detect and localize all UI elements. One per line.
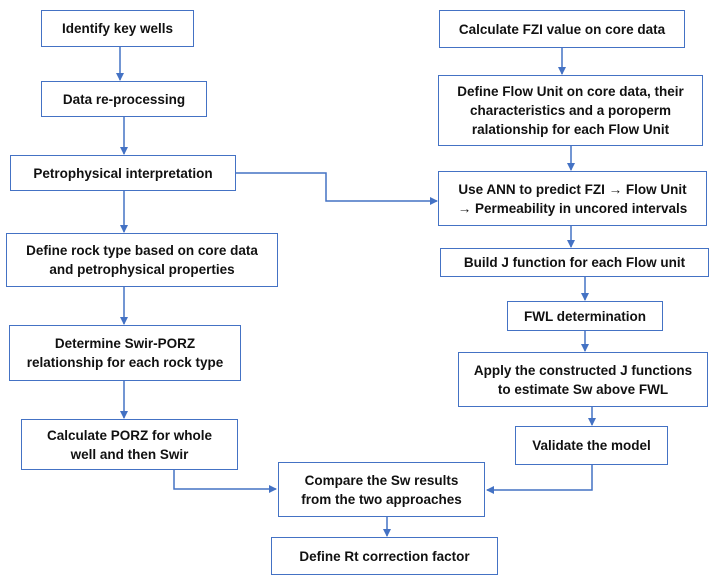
determine-swir-porz-line2: relationship for each rock type [26, 355, 224, 370]
define-flow-unit-line2: characteristics and a poroperm [469, 103, 672, 118]
fwl-determination-box: FWL determination [507, 301, 663, 331]
determine-swir-porz-line1: Determine Swir-PORZ [54, 336, 196, 351]
apply-j-functions-line1: Apply the constructed J functions [473, 362, 693, 378]
compare-sw-box: Compare the Sw results from the two appr… [278, 462, 485, 517]
calculate-fzi-label: Calculate FZI value on core data [458, 21, 666, 37]
validate-model-box: Validate the model [515, 426, 668, 465]
apply-j-functions-line2: to estimate Sw above FWL [497, 381, 669, 397]
build-j-function-box: Build J function for each Flow unit [440, 248, 709, 277]
define-flow-unit-line1: Define Flow Unit on core data, their [457, 84, 684, 99]
petrophysical-interpretation-box: Petrophysical interpretation [10, 155, 236, 191]
build-j-function-label: Build J function for each Flow unit [463, 255, 686, 270]
petrophysical-interpretation-label: Petrophysical interpretation [33, 165, 213, 181]
arrow-validate-to-compare [486, 465, 593, 494]
calculate-porz-line2: well and then Swir [70, 446, 189, 462]
identify-key-wells-box: Identify key wells [41, 10, 194, 47]
define-rock-type-box: Define rock type based on core data and … [6, 233, 278, 287]
define-rt-label: Define Rt correction factor [299, 548, 470, 564]
identify-key-wells-label: Identify key wells [61, 21, 174, 36]
calculate-fzi-box: Calculate FZI value on core data [439, 10, 685, 48]
calculate-porz-line1: Calculate PORZ for whole [46, 427, 213, 443]
define-rock-type-line1: Define rock type based on core data [26, 243, 258, 258]
use-ann-line2: → Permeability in uncored intervals [457, 200, 688, 216]
use-ann-box: Use ANN to predict FZI → Flow Unit → Per… [438, 171, 707, 226]
use-ann-line1: Use ANN to predict FZI → Flow Unit [458, 181, 687, 197]
compare-sw-line2: from the two approaches [301, 491, 462, 507]
determine-swir-porz-box: Determine Swir-PORZ relationship for eac… [9, 325, 241, 381]
apply-j-functions-box: Apply the constructed J functions to est… [458, 352, 708, 407]
define-flow-unit-box: Define Flow Unit on core data, their cha… [438, 75, 703, 146]
arrow-interpretation-to-ann [236, 172, 438, 205]
validate-model-label: Validate the model [532, 438, 651, 453]
define-rt-box: Define Rt correction factor [271, 537, 498, 575]
arrow-porz-to-compare [173, 470, 277, 493]
fwl-determination-label: FWL determination [523, 308, 646, 324]
data-reprocessing-box: Data re-processing [41, 81, 207, 117]
define-rock-type-line2: and petrophysical properties [49, 262, 235, 277]
compare-sw-line1: Compare the Sw results [304, 472, 459, 488]
define-flow-unit-line3: ralationship for each Flow Unit [471, 122, 670, 137]
calculate-porz-box: Calculate PORZ for whole well and then S… [21, 419, 238, 470]
data-reprocessing-label: Data re-processing [62, 91, 186, 107]
